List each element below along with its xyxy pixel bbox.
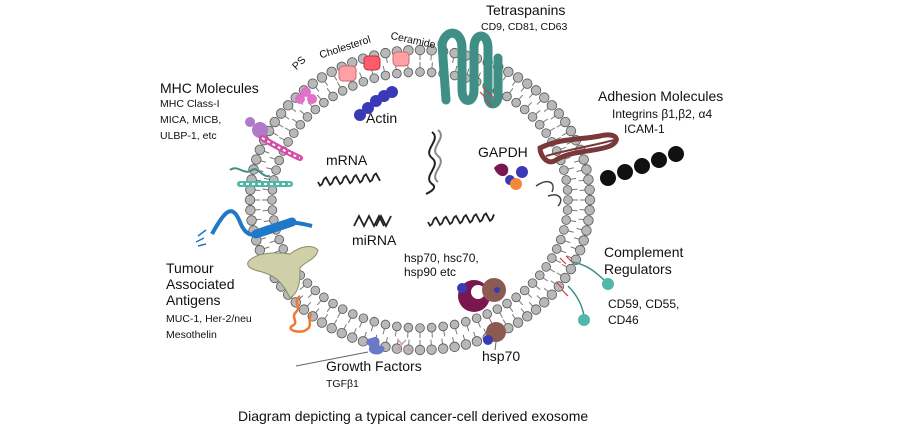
hsp-line-1: hsp70, hsc70,: [404, 251, 479, 265]
tumour-line-1: MUC-1, Her-2/neu: [166, 313, 252, 325]
tetraspanins-members: CD9, CD81, CD63: [481, 21, 568, 33]
tumour-line-2: Mesothelin: [166, 329, 217, 341]
ps-lipid-icon: [295, 87, 317, 104]
mic-molecule-icon: [229, 167, 293, 187]
tumour-antigen-molecule-icon: [247, 246, 319, 299]
actin-label: Actin: [366, 110, 398, 126]
adhesion-line-2: ICAM-1: [624, 122, 665, 136]
mhc-line-3: ULBP-1, etc: [160, 130, 217, 142]
hsp-complex-icon: [457, 278, 506, 312]
complement-regulator-icon: [555, 255, 614, 326]
hsp70-label: hsp70: [482, 348, 521, 364]
cholesterol-icon: [338, 65, 357, 82]
mrna-icon: [317, 172, 381, 188]
lipid-bilayer-membrane: [244, 44, 596, 356]
mhc-title: MHC Molecules: [160, 80, 259, 96]
tumour-title-1: Tumour: [166, 260, 214, 276]
ceramide-icon: [363, 51, 410, 71]
dna-helix-icon: [425, 129, 442, 195]
diagram-caption: Diagram depicting a typical cancer-cell …: [238, 408, 589, 424]
mhc-line-1: MHC Class-I: [160, 98, 220, 110]
gapdh-icon: [494, 163, 528, 190]
tumour-title-3: Antigens: [166, 292, 221, 308]
growth-factors-title: Growth Factors: [326, 358, 422, 374]
mrna-wave-icon: [427, 212, 495, 228]
gapdh-label: GAPDH: [478, 144, 528, 160]
tetraspanins-title: Tetraspanins: [486, 2, 566, 18]
adhesion-line-1: Integrins β1,β2, α4: [612, 107, 713, 121]
actin-icon: [354, 86, 398, 121]
mesothelin-icon: [289, 295, 313, 333]
growth-factor-icon: [366, 336, 413, 355]
mirna-icon: [353, 213, 392, 229]
tumour-antigen-ribbon-icon: [195, 209, 313, 247]
tumour-title-2: Associated: [166, 276, 235, 292]
tetraspanin-icon: [437, 28, 503, 109]
complement-title-1: Complement: [604, 244, 684, 260]
growth-factors-members: TGFβ1: [326, 378, 359, 390]
complement-line-2: CD46: [608, 313, 639, 327]
hsp70-membrane-icon: [483, 322, 506, 345]
complement-line-1: CD59, CD55,: [608, 297, 680, 311]
mhc-molecule-icon: [245, 117, 303, 161]
integrin-icon: [535, 132, 619, 207]
complement-title-2: Regulators: [604, 261, 672, 277]
hsp-line-2: hsp90 etc: [404, 265, 457, 279]
icam-1-icon: [600, 146, 684, 186]
mhc-line-2: MICA, MICB,: [160, 114, 222, 126]
leader-lines: [295, 341, 497, 367]
adhesion-title: Adhesion Molecules: [598, 88, 724, 104]
mrna-label: mRNA: [326, 152, 368, 168]
mirna-label: miRNA: [352, 232, 397, 248]
